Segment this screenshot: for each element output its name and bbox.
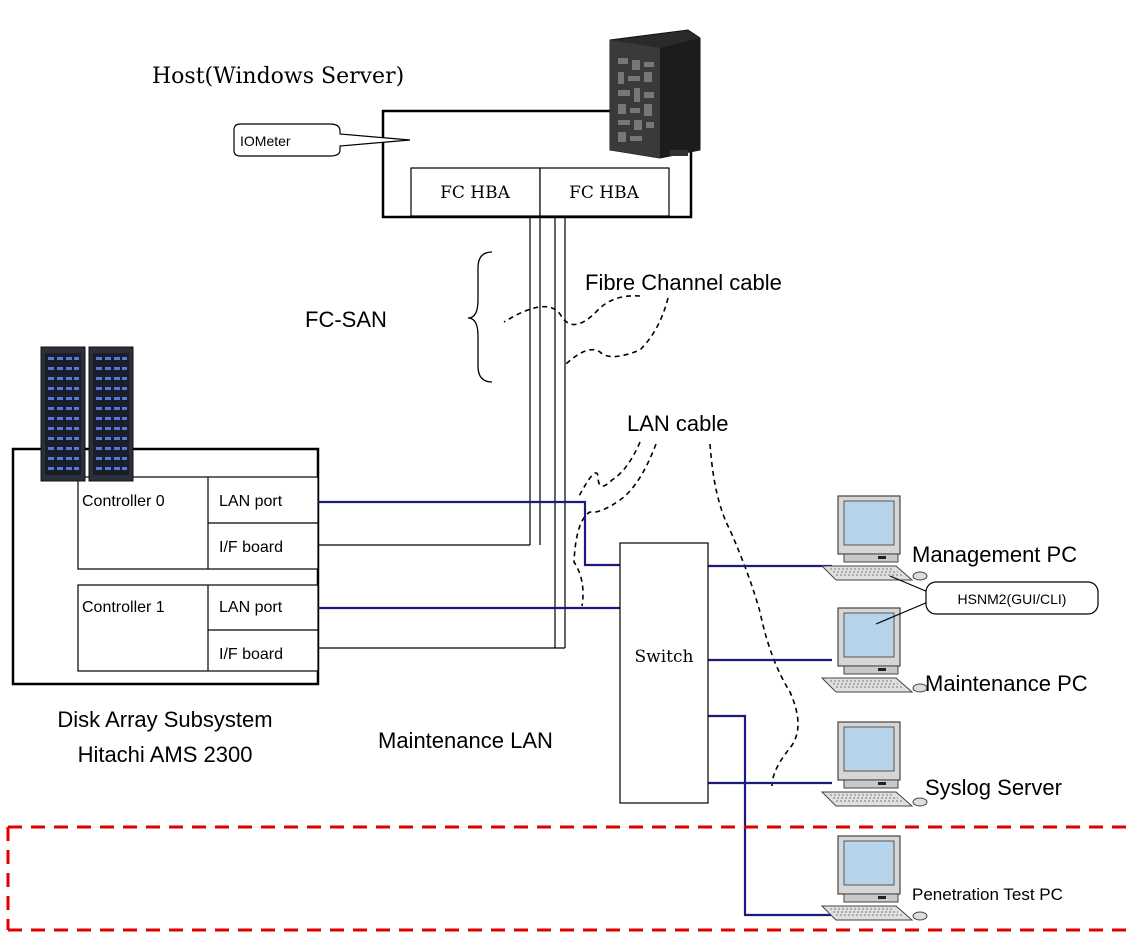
maintenance-pc-icon [821,607,928,693]
host-title: Host(Windows Server) [152,64,404,89]
fibre-channel-cables [529,217,566,648]
management-pc-label: Management PC [912,542,1077,567]
maintenance-pc-label: Maintenance PC [925,671,1088,696]
hba-right-box [539,167,670,217]
pentest-boundary [6,825,1128,932]
disk-array-caption-1: Disk Array Subsystem [57,707,272,732]
lan-lines [318,500,832,917]
fibre-cable-label: Fibre Channel cable [585,270,782,295]
hba-left-box [410,167,541,217]
iometer-callout [233,123,411,157]
hsnm2-label: HSNM2(GUI/CLI) [958,591,1067,607]
if-board0-label: I/F board [219,539,283,556]
if-board1-label: I/F board [219,646,283,663]
hba-left-label: FC HBA [440,183,511,203]
pentest-pc-icon [821,835,928,921]
disk-array-caption-2: Hitachi AMS 2300 [78,742,253,767]
maintenance-lan-label: Maintenance LAN [378,728,553,753]
hba-right-label: FC HBA [569,183,640,203]
lan-pointer-2 [573,443,657,607]
fc-san-label: FC-SAN [305,307,387,332]
lan-pointer-1 [577,441,641,499]
controller1-label: Controller 1 [82,599,165,616]
switch-label: Switch [635,647,694,667]
fibre-pointer-1 [503,295,641,326]
controller1-box [77,584,319,672]
pentest-pc-label: Penetration Test PC [912,885,1063,904]
switch-box [619,542,709,804]
syslog-server-label: Syslog Server [925,775,1062,800]
lan-cable-label: LAN cable [627,411,729,436]
syslog-server-icon [821,721,928,807]
server-tower-icon [609,29,701,159]
management-pc-icon [821,495,928,581]
lan-pointer-3 [709,443,799,787]
hsnm2-callout [875,575,1099,625]
lan-port1-label: LAN port [219,599,283,616]
lan-port0-label: LAN port [219,493,283,510]
iometer-label: IOMeter [240,133,291,149]
fibre-pointer-2 [565,297,669,365]
controller0-label: Controller 0 [82,493,165,510]
if-board-links [318,544,565,649]
fc-san-brace [467,251,493,383]
